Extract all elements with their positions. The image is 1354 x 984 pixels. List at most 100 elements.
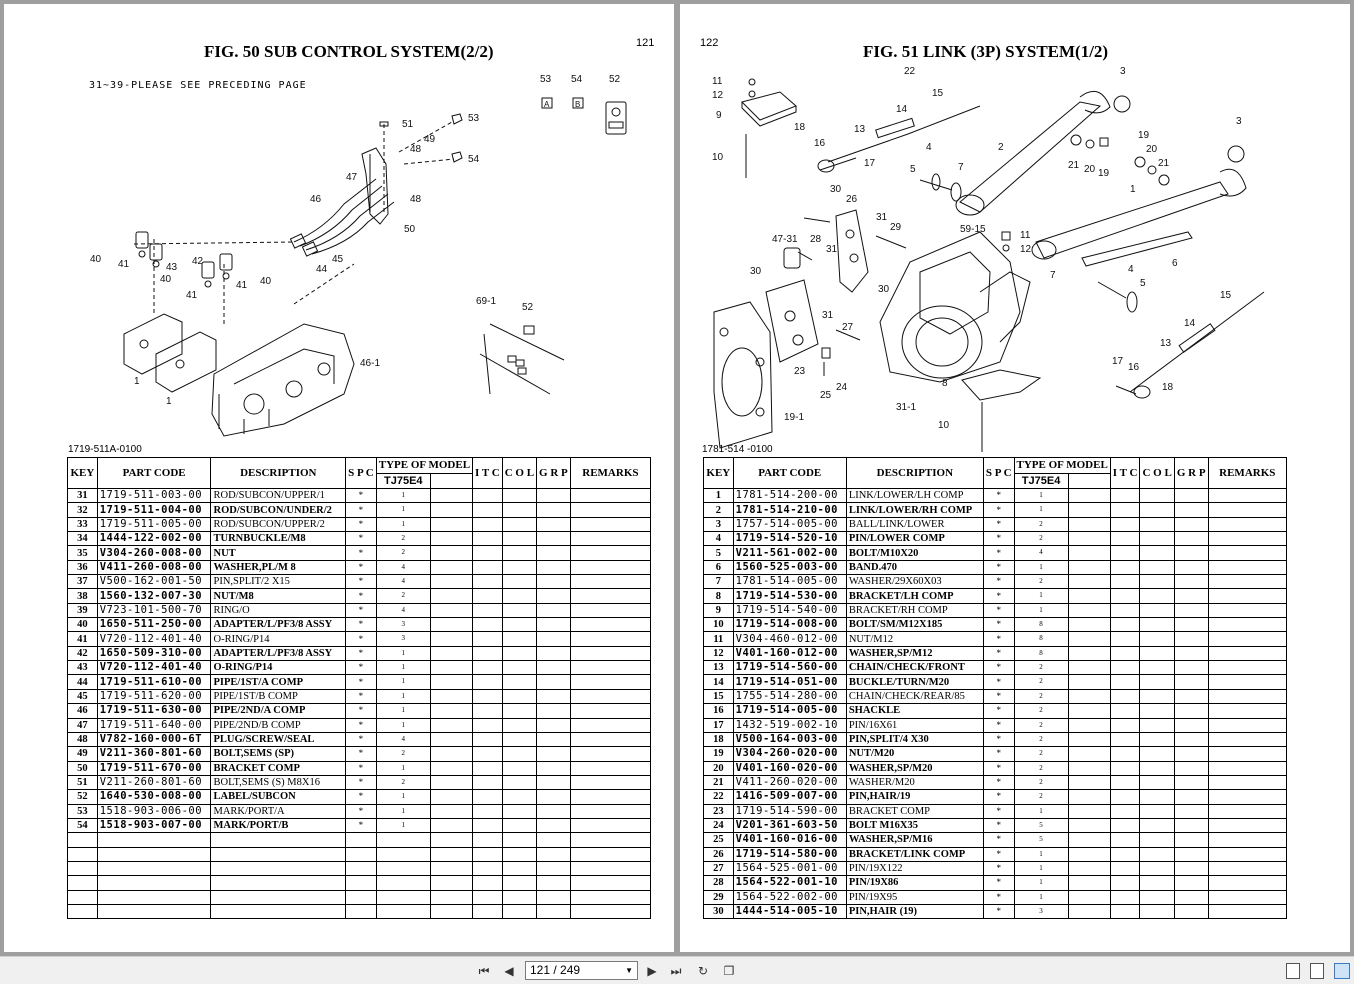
cell-model-blank bbox=[429, 660, 474, 676]
cell-key: 3 bbox=[703, 516, 734, 533]
cell-grp bbox=[536, 545, 571, 561]
page-number-select[interactable]: 121 / 249 ▼ bbox=[525, 961, 638, 980]
cell-part-code: V720-112-401-40 bbox=[96, 631, 212, 647]
cell-quantity: 1 bbox=[375, 645, 431, 662]
viewer-toolbar: ⏮ ◀ 121 / 249 ▼ ▶ ⏭ ↻ ❐ bbox=[0, 956, 1354, 984]
cell-key: 25 bbox=[703, 832, 734, 848]
cell-grp bbox=[1173, 631, 1209, 647]
cell-key: 23 bbox=[703, 803, 734, 819]
cell-part-code: V304-260-020-00 bbox=[732, 746, 847, 762]
cell-key: 7 bbox=[703, 574, 734, 590]
cell-itc bbox=[472, 660, 503, 676]
cell-spc: * bbox=[982, 803, 1015, 819]
empty-cell bbox=[472, 846, 503, 862]
cell-itc bbox=[472, 588, 503, 604]
cell-description: BOLT/M10X20 bbox=[845, 545, 984, 561]
callout-42: 42 bbox=[192, 256, 204, 267]
cell-spc: * bbox=[345, 674, 377, 690]
cell-part-code: 1719-511-640-00 bbox=[96, 717, 212, 733]
fit-page-icon[interactable]: ❐ bbox=[723, 964, 735, 978]
cell-itc bbox=[1109, 588, 1141, 604]
cell-part-code: 1560-525-003-00 bbox=[732, 559, 847, 576]
next-page-icon[interactable]: ▶ bbox=[647, 964, 657, 978]
page-121: FIG. 50 SUB CONTROL SYSTEM(2/2) 121 31~3… bbox=[4, 4, 674, 952]
cell-spc: * bbox=[982, 731, 1015, 748]
cell-key: 47 bbox=[67, 717, 98, 733]
cell-grp bbox=[1173, 803, 1209, 819]
single-page-view-icon[interactable] bbox=[1286, 963, 1300, 979]
cell-key: 28 bbox=[703, 875, 734, 891]
first-page-icon[interactable]: ⏮ bbox=[478, 963, 490, 978]
cell-description: WASHER,SP/M20 bbox=[845, 760, 984, 776]
last-page-icon[interactable]: ⏭ bbox=[670, 963, 682, 978]
cell-grp bbox=[536, 617, 571, 633]
cell-remarks bbox=[1207, 903, 1288, 920]
cell-part-code: 1781-514-005-00 bbox=[732, 574, 847, 590]
callout-10: 10 bbox=[938, 420, 950, 431]
cell-spc: * bbox=[345, 688, 377, 705]
cell-grp bbox=[1173, 760, 1209, 776]
cell-itc bbox=[1109, 631, 1141, 647]
cell-part-code: 1719-514-051-00 bbox=[732, 674, 847, 690]
cell-itc bbox=[1109, 703, 1141, 719]
cell-quantity: 2 bbox=[375, 531, 431, 547]
cell-itc bbox=[472, 502, 503, 518]
prev-page-icon[interactable]: ◀ bbox=[504, 964, 514, 978]
cell-itc bbox=[1109, 531, 1141, 547]
cell-quantity: 1 bbox=[375, 516, 431, 533]
cell-spc: * bbox=[982, 846, 1015, 862]
cell-grp bbox=[536, 602, 571, 619]
cell-remarks bbox=[1207, 660, 1288, 676]
callout-9: 9 bbox=[716, 110, 722, 121]
cell-itc bbox=[472, 746, 503, 762]
cell-grp bbox=[536, 731, 571, 748]
cell-col bbox=[501, 631, 538, 647]
cell-model-blank bbox=[1067, 688, 1111, 705]
cell-description: ADAPTER/L/PF3/8 ASSY bbox=[210, 617, 347, 633]
cell-remarks bbox=[1207, 531, 1288, 547]
cell-col bbox=[501, 574, 538, 590]
cell-spc: * bbox=[982, 645, 1015, 662]
cell-key: 40 bbox=[67, 617, 98, 633]
callout-7: 7 bbox=[1050, 270, 1056, 281]
callout-11: 11 bbox=[712, 76, 723, 87]
cell-quantity: 5 bbox=[1013, 817, 1069, 834]
cell-key: 42 bbox=[67, 645, 98, 662]
cell-grp bbox=[536, 502, 571, 518]
cell-description: PIN,HAIR (19) bbox=[845, 903, 984, 920]
cell-model-blank bbox=[1067, 487, 1111, 504]
cell-remarks bbox=[1207, 516, 1288, 533]
continuous-view-icon[interactable] bbox=[1310, 963, 1324, 979]
cell-model-blank bbox=[1067, 746, 1111, 762]
rotate-icon[interactable]: ↻ bbox=[697, 964, 709, 978]
cell-quantity: 4 bbox=[375, 574, 431, 590]
cell-remarks bbox=[569, 674, 652, 690]
table-row-empty bbox=[67, 903, 652, 920]
cell-spc: * bbox=[345, 631, 377, 647]
empty-cell bbox=[96, 875, 212, 891]
cell-key: 19 bbox=[703, 746, 734, 762]
cell-model-blank bbox=[429, 531, 474, 547]
cell-part-code: 1781-514-200-00 bbox=[732, 487, 847, 504]
cell-quantity: 2 bbox=[1013, 574, 1069, 590]
cell-model-blank bbox=[1067, 903, 1111, 920]
cell-part-code: 1719-514-530-00 bbox=[732, 588, 847, 604]
cell-spc: * bbox=[345, 487, 377, 504]
two-page-view-icon[interactable] bbox=[1334, 963, 1350, 979]
empty-cell bbox=[536, 832, 571, 848]
cell-description: BRACKET COMP bbox=[210, 760, 347, 776]
cell-model-blank bbox=[1067, 703, 1111, 719]
cell-key: 30 bbox=[703, 903, 734, 920]
cell-quantity: 1 bbox=[375, 703, 431, 719]
cell-quantity: 1 bbox=[375, 487, 431, 504]
cell-key: 54 bbox=[67, 817, 98, 834]
cell-description: PLUG/SCREW/SEAL bbox=[210, 731, 347, 748]
cell-quantity: 1 bbox=[375, 803, 431, 819]
cell-quantity: 2 bbox=[1013, 717, 1069, 733]
